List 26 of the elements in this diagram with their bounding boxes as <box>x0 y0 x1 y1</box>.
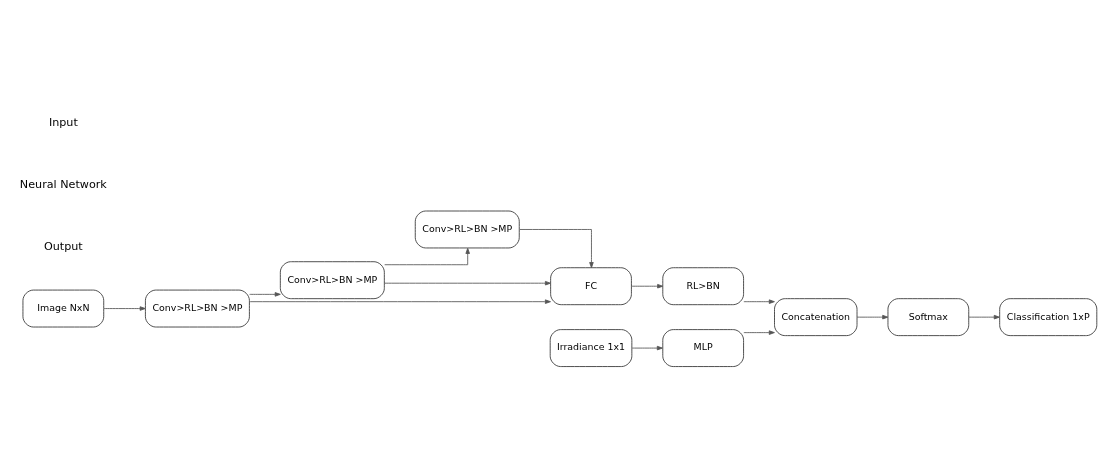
node-box: Conv>RL>BN >MP <box>414 210 520 249</box>
arrow <box>856 314 889 320</box>
node-box: FC <box>550 267 632 306</box>
arrow <box>631 283 664 289</box>
node-box: Conv>RL>BN >MP <box>145 289 250 328</box>
arrow <box>743 299 775 304</box>
arrow <box>519 229 594 269</box>
node-box: Concatenation <box>774 298 858 337</box>
node-box: Conv>RL>BN >MP <box>279 261 385 300</box>
node-box: Irradiance 1x1 <box>549 329 633 367</box>
node-box: Image NxN <box>22 289 105 328</box>
arrow <box>383 280 551 286</box>
arrow <box>249 299 551 304</box>
node-box: Classification 1xP <box>999 298 1098 337</box>
arrow <box>384 247 470 266</box>
label: Input <box>48 115 78 129</box>
node-box: Softmax <box>887 298 970 337</box>
arrow <box>743 330 775 335</box>
label: Neural Network <box>19 177 107 191</box>
node-box: RL>BN <box>662 267 744 306</box>
node-box: MLP <box>662 329 744 367</box>
arrow <box>103 306 146 311</box>
arrow <box>631 345 663 351</box>
arrow <box>249 292 281 297</box>
arrow <box>968 314 1000 320</box>
label: Output <box>43 239 83 253</box>
